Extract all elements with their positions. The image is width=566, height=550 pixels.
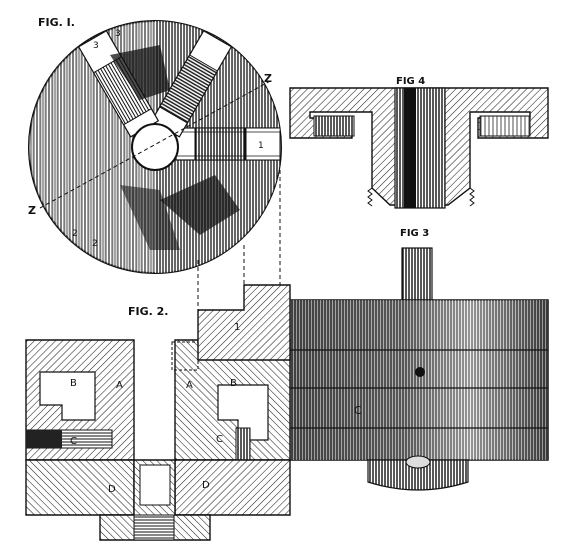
fig4-title: FIG 4 [396,76,425,87]
fig2-part-label: C [70,436,77,447]
fig2-part-label: D [202,480,210,491]
fig3-cylinder [287,247,549,491]
fig1-jaw-1 [175,127,281,161]
fig1-jaw-number: 2 [72,229,78,239]
fig3-part-label: C [354,404,362,417]
fig3-title: FIG 3 [400,228,429,239]
fig2-part-label: B [230,378,237,389]
fig2-part-label: A [116,380,123,391]
fig1-axis-mark-z-bottom: Z [28,204,36,217]
fig1-axis-mark-z-top: Z [264,72,272,85]
fig2-part-label: A [186,380,193,391]
fig2-title: FIG. 2. [128,305,168,318]
fig1-jaw-number: 2 [92,239,98,249]
fig1-title: FIG. I. [38,16,75,29]
fig4-section [289,87,549,209]
fig2-part-label: 1 [234,322,240,333]
fig2-part-label: D [108,484,116,495]
fig1-jaw-number: 3 [93,41,99,51]
fig1-jaw-number: 1 [258,141,264,151]
fig1-disc [28,20,282,330]
fig2-part-label: C [216,434,223,445]
fig1-jaw-number: 3 [115,29,121,39]
fig2-section [25,284,291,541]
fig2-part-label: B [70,378,77,389]
